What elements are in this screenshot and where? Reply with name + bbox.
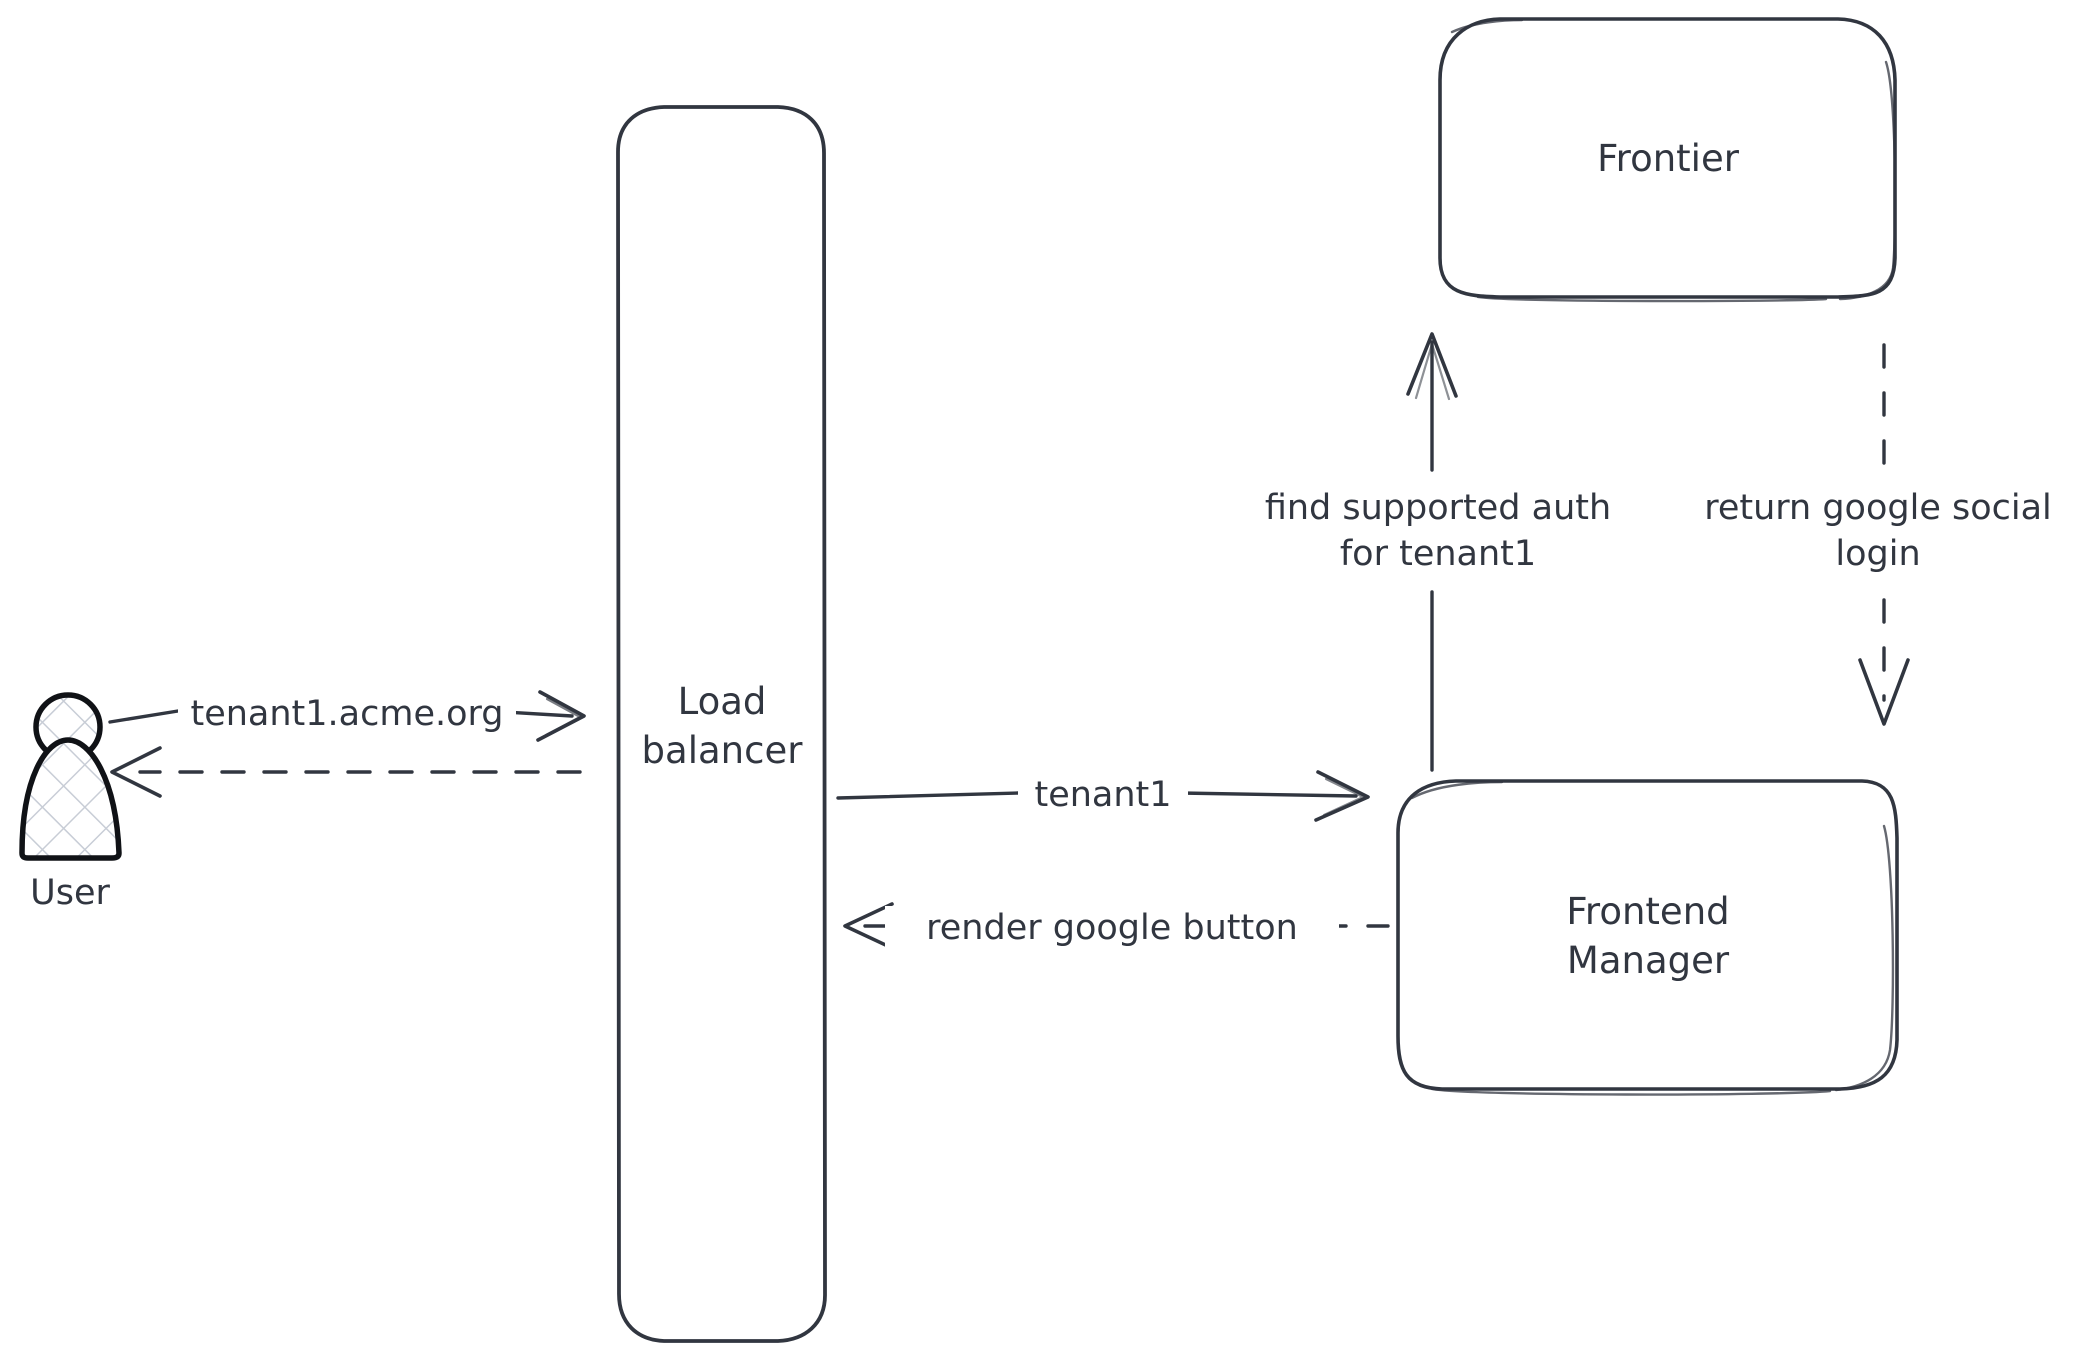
frontend-manager-shape [1396, 779, 1899, 1096]
user-actor-icon [19, 692, 122, 861]
edge-frontier-to-fm [1858, 343, 1910, 726]
edge-lb-to-user [110, 746, 582, 798]
edge-user-to-lb [108, 690, 586, 742]
edge-fm-to-frontier [1406, 332, 1458, 772]
edge-fm-to-lb [843, 902, 1390, 950]
load-balancer-shape [616, 105, 827, 1343]
edge-lb-to-fm [836, 770, 1370, 822]
frontier-shape [1438, 17, 1897, 303]
